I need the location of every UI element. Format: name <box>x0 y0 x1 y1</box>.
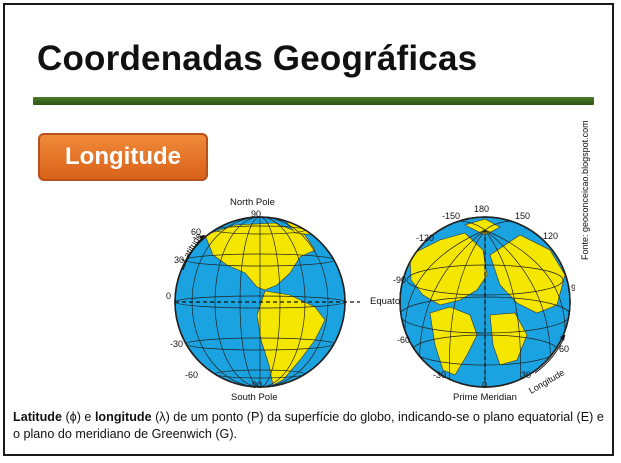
lat-m30-label: -30 <box>170 339 183 349</box>
lon-p150-label: 150 <box>515 211 530 221</box>
lat-m60-label: -60 <box>185 370 198 380</box>
title-divider <box>33 97 594 105</box>
section-badge: Longitude <box>38 133 208 181</box>
figure-caption: Latitude (ϕ) e longitude (λ) de um ponto… <box>13 409 611 443</box>
lon-p30-label: 30 <box>521 370 531 380</box>
page-title: Coordenadas Geográficas <box>37 39 478 78</box>
longitude-globe: 180 -150 150 -120 120 -90 90 -60 60 -30 … <box>393 204 575 403</box>
lon-180-label: 180 <box>474 204 489 214</box>
caption-longitude: longitude <box>94 410 152 424</box>
caption-latitude: Latitude <box>13 410 62 424</box>
source-credit: Fonte: geoconceicao.blogspot.com <box>580 120 590 260</box>
lon-m150-label: -150 <box>442 211 460 221</box>
lon-m90-label: -90 <box>393 275 406 285</box>
lon-p120-label: 120 <box>543 231 558 241</box>
prime-meridian-label: Prime Meridian <box>453 392 517 403</box>
lat-m90-label: -90 <box>249 380 262 390</box>
caption-phi: (ϕ) e <box>61 410 95 424</box>
lat-90-label: 90 <box>251 209 261 219</box>
slide: Coordenadas Geográficas Longitude <box>3 3 614 456</box>
lat-60-label: 60 <box>191 227 201 237</box>
lon-m60-label: -60 <box>397 335 410 345</box>
lon-0-label: 0 <box>482 380 487 390</box>
latitude-globe: Equator North Pole 90 South Pole -90 0 6… <box>166 197 403 403</box>
south-pole-label: South Pole <box>231 392 277 403</box>
north-pole-label: North Pole <box>230 197 275 208</box>
lon-p90-label: 90 <box>571 283 575 293</box>
globes-figure: Equator North Pole 90 South Pole -90 0 6… <box>166 197 575 403</box>
equator-label: Equator <box>370 296 403 307</box>
lat-30-label: 30 <box>174 255 184 265</box>
lat-0-label: 0 <box>166 291 171 301</box>
lon-p60-label: 60 <box>559 344 569 354</box>
lon-m30-label: -30 <box>433 370 446 380</box>
caption-rest: (λ) de um ponto (P) da superfície do glo… <box>13 410 604 441</box>
lon-m120-label: -120 <box>416 233 434 243</box>
